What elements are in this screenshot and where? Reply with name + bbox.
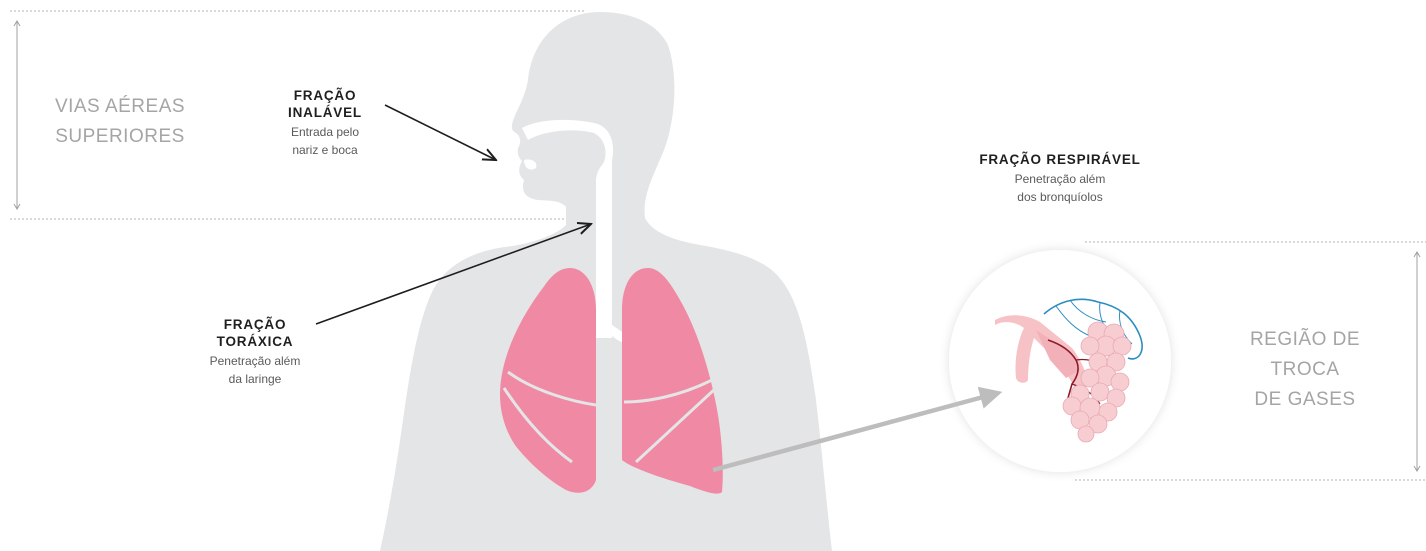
thoracic-fraction: FRAÇÃO TORÁXICA Penetração além da larin… [190, 316, 320, 388]
upper-airways-label: VIAS AÉREAS SUPERIORES [20, 92, 220, 152]
inhalable-fraction-title: FRAÇÃO INALÁVEL [265, 87, 385, 121]
respirable-fraction-desc: Penetração além dos bronquíolos [950, 170, 1170, 206]
thoracic-fraction-title: FRAÇÃO TORÁXICA [190, 316, 320, 350]
thoracic-fraction-desc: Penetração além da laringe [190, 352, 320, 388]
gas-exchange-label: REGIÃO DE TROCA DE GASES [1205, 325, 1405, 415]
alveoli-magnifier [949, 250, 1171, 472]
respirable-fraction: FRAÇÃO RESPIRÁVEL Penetração além dos br… [950, 151, 1170, 206]
respirable-fraction-title: FRAÇÃO RESPIRÁVEL [950, 151, 1170, 168]
inhalable-fraction-desc: Entrada pelo nariz e boca [265, 123, 385, 159]
inhalable-arrow [385, 105, 496, 160]
inhalable-fraction: FRAÇÃO INALÁVEL Entrada pelo nariz e boc… [265, 87, 385, 159]
